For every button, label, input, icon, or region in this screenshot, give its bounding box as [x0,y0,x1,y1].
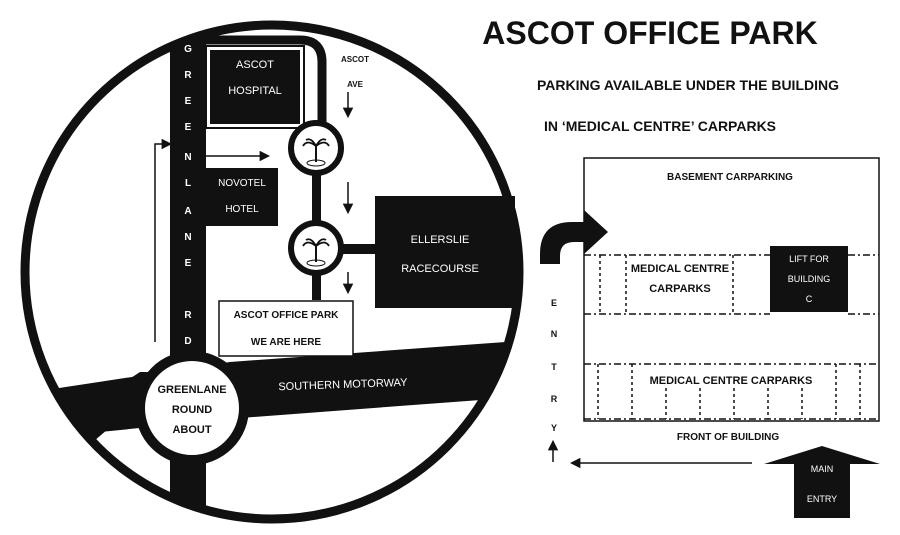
upper-carpark-zone [584,254,770,315]
lift-label: C [806,294,813,304]
roundabout-1 [288,120,344,176]
parking-plan: BASEMENT CARPARKING MEDICAL CENTRE CARPA… [540,157,880,518]
greenlane-rd-letter: R [184,310,192,321]
entry-letter: T [551,362,557,372]
entry-letter: Y [551,423,557,433]
lift-building-c: LIFT FOR BUILDING C [770,246,848,312]
palm-tree-icon [302,138,330,147]
route-arrow [154,138,173,342]
roundabout-2 [288,220,344,276]
ellerslie-racecourse-label: ELLERSLIE [411,234,470,246]
lift-label: BUILDING [788,274,831,284]
greenlane-rd-letter: A [184,206,191,217]
main-entry-label: ENTRY [807,494,837,504]
ascot-ave-road [312,130,321,300]
greenlane-rd-letter: E [185,96,192,107]
greenlane-rd-letter: L [185,178,191,189]
ascot-office-park-marker: ASCOT OFFICE PARK WE ARE HERE [218,300,354,357]
hospital-loop-road [206,35,327,132]
main-entry-label: MAIN [811,464,834,474]
greenlane-rd-letter: E [185,258,192,269]
novotel-hotel-label: NOVOTEL [218,178,266,189]
lift-label: LIFT FOR [789,254,829,264]
greenlane-rd-letter: N [184,232,191,243]
palm-tree-icon [302,238,330,247]
greenlane-rd-letter: D [184,336,191,347]
medical-centre-carparks-lower-label: MEDICAL CENTRE CARPARKS [650,375,813,387]
greenlane-rd-label: G R E E N L A N E R D [184,44,192,347]
subtitle-line-1: PARKING AVAILABLE UNDER THE BUILDING [537,77,839,93]
lower-carpark-zone [584,363,879,420]
basement-carparking-label: BASEMENT CARPARKING [667,172,793,183]
ascot-office-park-label: ASCOT OFFICE PARK [234,310,340,321]
entry-letter: E [551,298,557,308]
front-of-building-label: FRONT OF BUILDING [677,432,779,443]
greenlane-roundabout-label: GREENLANE [157,384,226,396]
ascot-ave-label: AVE [347,80,364,89]
entry-label: E N T R Y [551,298,558,433]
greenlane-roundabout-label: ROUND [172,404,212,416]
entry-letter: N [551,329,558,339]
novotel-hotel: NOVOTEL HOTEL [206,168,278,226]
entry-letter: R [551,394,558,404]
greenlane-roundabout: GREENLANE ROUND ABOUT [135,351,249,465]
greenlane-rd-letter: E [185,122,192,133]
ellerslie-racecourse: ELLERSLIE RACECOURSE [375,196,515,308]
locator-map: G R E E N L A N E R D ASCOT HOSPITAL ASC… [20,20,524,524]
medical-centre-carparks-upper-label: MEDICAL CENTRE [631,263,729,275]
ascot-hospital: ASCOT HOSPITAL [205,45,305,129]
curved-entry-arrow-icon [540,210,608,264]
greenlane-rd-letter: N [184,152,191,163]
subtitle-line-2: IN ‘MEDICAL CENTRE’ CARPARKS [544,118,776,134]
page-title: ASCOT OFFICE PARK [482,15,817,51]
medical-centre-carparks-upper-label: CARPARKS [649,283,711,295]
ellerslie-racecourse-label: RACECOURSE [401,263,479,275]
greenlane-roundabout-label: ABOUT [172,424,211,436]
greenlane-rd-letter: G [184,44,192,55]
ascot-ave-label: ASCOT [341,55,369,64]
southern-motorway-label: SOUTHERN MOTORWAY [278,377,408,394]
novotel-hotel-label: HOTEL [225,204,259,215]
racecourse-access-road [338,244,378,254]
ascot-hospital-label: ASCOT [236,59,274,71]
locator-circle [20,20,524,524]
main-entry-arrow: MAIN ENTRY [764,446,880,518]
greenlane-rd-letter: R [184,70,192,81]
we-are-here-label: WE ARE HERE [251,337,322,348]
ascot-hospital-label: HOSPITAL [228,85,282,97]
